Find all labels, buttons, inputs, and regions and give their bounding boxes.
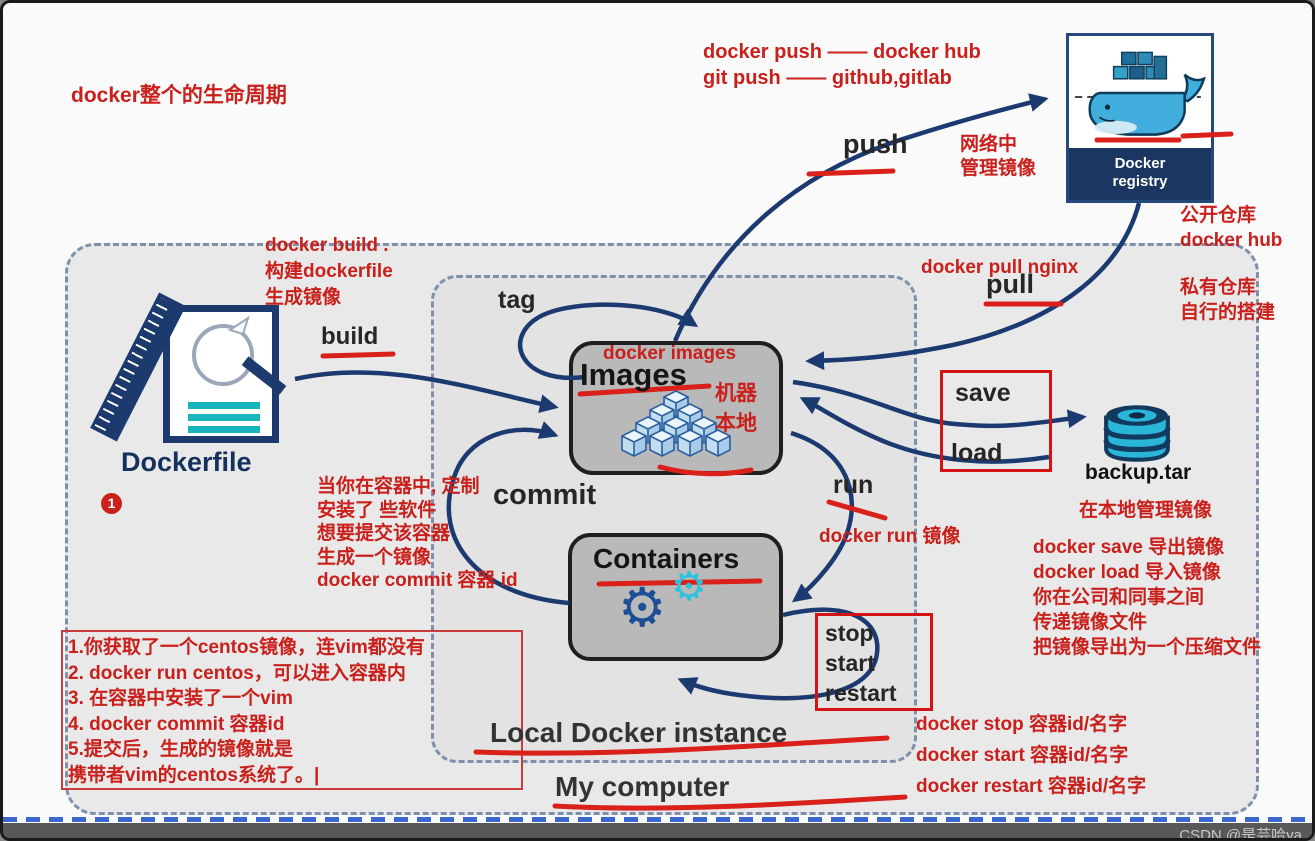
step-badge: 1	[101, 493, 122, 514]
dockerfile-label: Dockerfile	[121, 447, 252, 477]
underline-build	[320, 351, 396, 359]
public-repo-note: 公开仓库 docker hub	[1180, 205, 1283, 251]
save-label: save	[955, 379, 1011, 407]
run-cmd-note: docker run 镜像	[819, 526, 961, 547]
steps-note-box	[61, 630, 523, 790]
watermark: CSDN @是芸哈ya	[1179, 827, 1302, 841]
gear-small-icon: ⚙	[671, 565, 707, 609]
local-instance-label: Local Docker instance	[490, 717, 788, 748]
my-computer-label: My computer	[555, 771, 730, 802]
arrow-load	[799, 396, 1050, 464]
save-load-note: docker save 导出镜像 docker load 导入镜像 你在公司和同…	[1033, 537, 1262, 658]
build-label: build	[321, 323, 379, 350]
pull-cmd-note: docker pull nginx	[921, 257, 1079, 278]
stop-start-restart-label: stop start restart	[825, 620, 897, 706]
underline-whale-b	[1180, 131, 1234, 139]
connector-arrows-layer	[294, 93, 1142, 701]
commit-label: commit	[493, 479, 597, 511]
registry-label: Docker registry	[1069, 148, 1211, 200]
whale-tail	[1180, 73, 1206, 103]
stop-start-restart-frame	[815, 613, 933, 711]
arrow-tag-loop	[517, 302, 699, 381]
underline-local-instance	[473, 735, 890, 756]
underline-containers	[596, 578, 763, 587]
backup-database-icon	[1103, 405, 1171, 462]
run-label: run	[833, 471, 874, 499]
backup-tar-label: backup.tar	[1085, 461, 1192, 484]
backup-manage-note: 在本地管理镜像	[1079, 500, 1213, 521]
arrow-commit-loop	[446, 421, 570, 606]
underline-images	[577, 383, 712, 397]
arrow-push	[672, 93, 1049, 342]
arrow-save	[792, 379, 1087, 429]
selection-dashed-line	[3, 817, 1312, 822]
push-mapping-note: docker push —— docker hub git push —— gi…	[703, 41, 981, 89]
magnifier-lens-icon	[192, 324, 254, 386]
push-label: push	[843, 129, 908, 159]
dockerfile-icon	[90, 291, 305, 451]
dockerfile-doc	[163, 305, 287, 443]
underline-images-bottom	[657, 464, 754, 477]
stop-cmds-note: docker stop 容器id/名字 docker start 容器id/名字…	[916, 714, 1147, 797]
build-cmd-note: docker build . 构建dockerfile 生成镜像	[265, 235, 393, 308]
arrow-run	[790, 430, 854, 603]
bottom-bar: CSDN @是芸哈ya	[3, 823, 1312, 841]
registry-node: Docker registry	[1066, 33, 1214, 203]
images-cmd-note: docker images	[603, 343, 737, 364]
containers-label: Containers	[593, 543, 740, 574]
machine-local-note: 机器 本地	[715, 382, 757, 435]
underline-my-computer	[552, 794, 908, 811]
save-load-frame	[940, 370, 1052, 472]
commit-note: 当你在容器中, 定制 安装了 些软件 想要提交该容器 生成一个镜像 docker…	[317, 476, 518, 591]
docker-whale-icon	[1075, 51, 1206, 136]
containers-node	[568, 533, 783, 661]
red-ink-layer	[320, 131, 1234, 811]
gear-icon: ⚙	[618, 578, 667, 638]
load-label: load	[951, 439, 1003, 467]
tag-label: tag	[498, 286, 536, 314]
page-title: docker整个的生命周期	[71, 84, 287, 107]
images-label: Images	[580, 357, 687, 392]
underline-push	[806, 168, 896, 177]
private-repo-note: 私有仓库 自行的搭建	[1180, 277, 1276, 323]
flag-icon	[228, 316, 250, 336]
arrow-pull	[805, 202, 1142, 371]
steps-note: 1.你获取了一个centos镜像，连vim都没有 2. docker run c…	[68, 637, 425, 786]
network-note: 网络中 管理镜像	[960, 134, 1037, 179]
arrow-build	[294, 370, 559, 413]
underline-run	[826, 499, 888, 521]
pull-label: pull	[986, 269, 1034, 299]
